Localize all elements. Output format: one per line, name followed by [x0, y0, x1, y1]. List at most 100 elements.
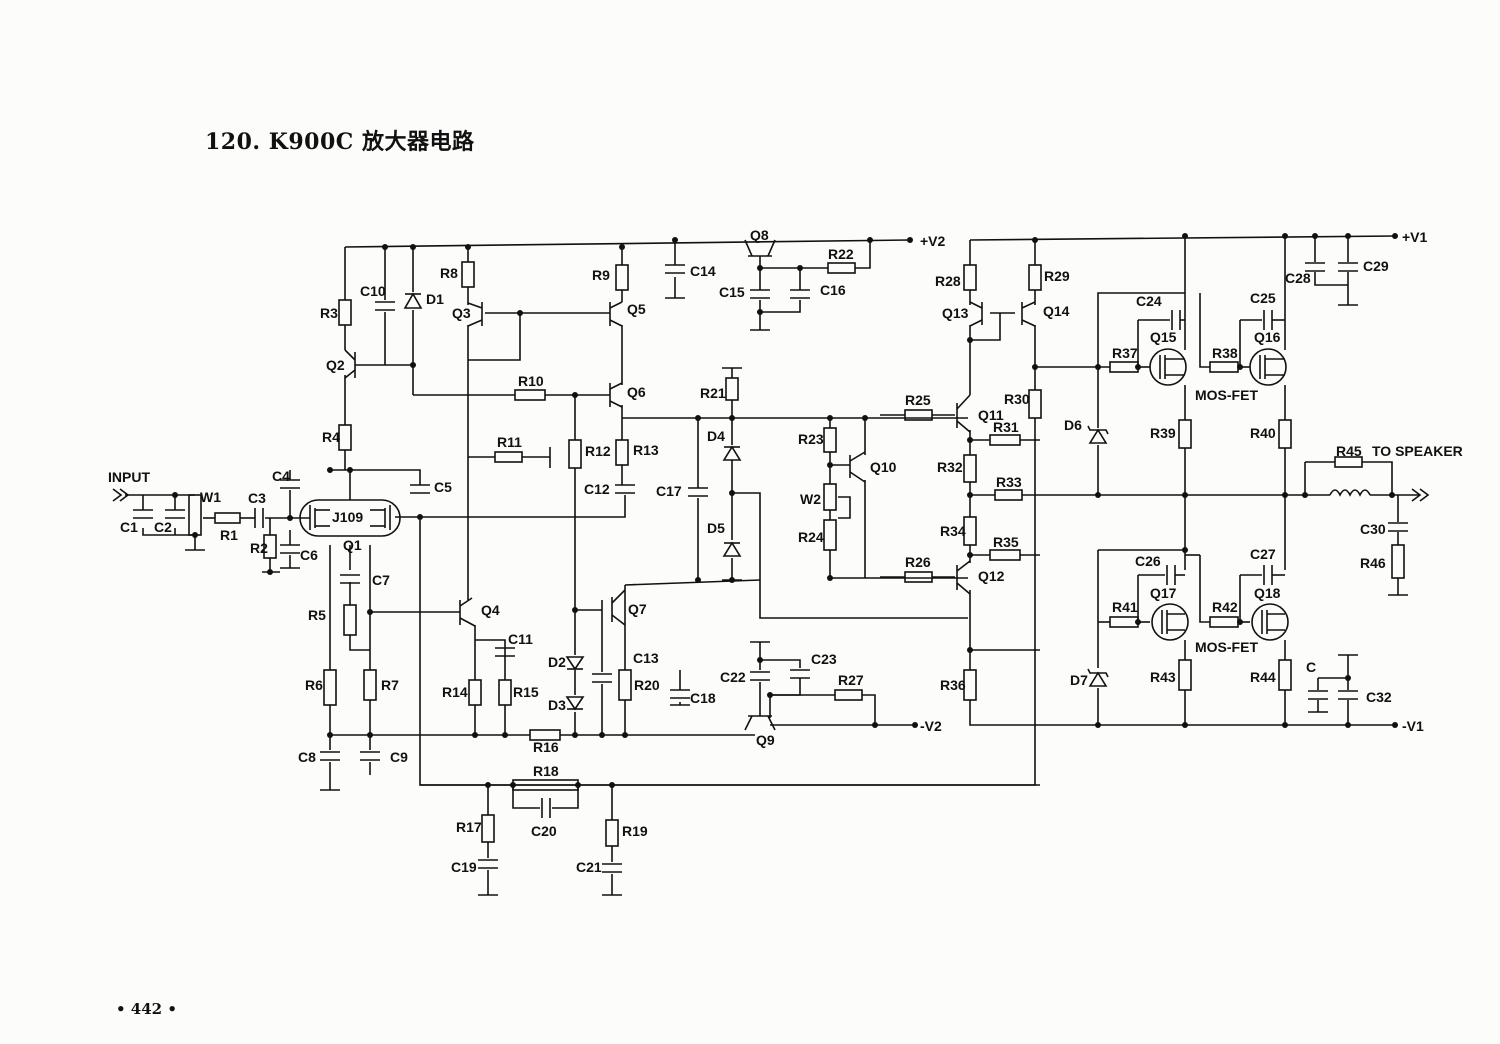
label-r31: R31 [993, 419, 1019, 435]
label-r4: R4 [322, 429, 340, 445]
resistor-r28 [963, 264, 977, 291]
label-q13: Q13 [942, 305, 969, 321]
label-r34: R34 [940, 523, 966, 539]
label-r44: R44 [1250, 669, 1276, 685]
rail-neg-v1-label: -V1 [1402, 718, 1424, 734]
resistor-r25 [904, 409, 933, 421]
label-r37: R37 [1112, 345, 1138, 361]
label-r29: R29 [1044, 268, 1070, 284]
label-r22: R22 [828, 246, 854, 262]
label-c19: C19 [451, 859, 477, 875]
resistor-r27 [834, 689, 863, 701]
resistor-r8 [461, 261, 475, 288]
transistor-q3 [467, 302, 483, 327]
transistor-q13 [969, 301, 983, 327]
resistor-r39 [1178, 419, 1192, 449]
label-r17: R17 [456, 819, 482, 835]
label-r13: R13 [633, 442, 659, 458]
jfet-q1 [299, 499, 401, 537]
capacitor-c29 [1338, 262, 1358, 272]
capacitor-c1 [133, 509, 153, 519]
capacitor-c22 [750, 671, 770, 681]
resistor-r9 [615, 264, 629, 291]
mosfet-q18 [1251, 603, 1289, 641]
rail-neg-v2-label: -V2 [920, 718, 942, 734]
label-c6: C6 [300, 547, 318, 563]
resistor-r12 [568, 439, 582, 469]
label-r3: R3 [320, 305, 338, 321]
label-q16: Q16 [1254, 329, 1281, 345]
label-r7: R7 [381, 677, 399, 693]
capacitor-c3 [254, 508, 264, 528]
label-c5: C5 [434, 479, 452, 495]
capacitor-c25 [1263, 310, 1273, 330]
capacitor-c32 [1338, 690, 1358, 700]
capacitor-c17 [688, 487, 708, 497]
component-labels: +V2 -V2 +V1 -V1 INPUT TO SPEAKER J109 MO… [108, 227, 1463, 875]
resistor-r20 [618, 669, 632, 701]
transistor-q10 [849, 451, 866, 483]
label-c18: C18 [690, 690, 716, 706]
resistor-r2 [263, 534, 277, 559]
label-d7: D7 [1070, 672, 1088, 688]
resistor-r30 [1028, 389, 1042, 419]
label-q1: Q1 [343, 537, 362, 553]
label-r20: R20 [634, 677, 660, 693]
resistor-r44 [1278, 659, 1292, 691]
resistor-r36 [963, 669, 977, 701]
diode-d5 [722, 541, 742, 557]
transistor-q14 [1021, 301, 1036, 327]
capacitor-c2 [165, 509, 185, 519]
label-c20: C20 [531, 823, 557, 839]
rail-pos-v2-label: +V2 [920, 233, 946, 249]
transistor-q8 [744, 239, 776, 266]
resistor-r13 [615, 439, 629, 466]
junction-dots [172, 233, 1398, 788]
page-number: • 442 • [116, 1000, 177, 1018]
resistor-r40 [1278, 419, 1292, 449]
label-r26: R26 [905, 554, 931, 570]
mosfet-label-upper: MOS-FET [1195, 387, 1258, 403]
label-r10: R10 [518, 373, 544, 389]
resistor-r24 [823, 519, 837, 551]
wires [125, 235, 1420, 895]
resistor-r5 [343, 604, 357, 636]
transistor-q7 [611, 589, 626, 626]
label-r5: R5 [308, 607, 326, 623]
label-c2: C2 [154, 519, 172, 535]
resistor-r7 [363, 669, 377, 701]
resistor-r22 [827, 262, 856, 274]
resistor-r45 [1334, 456, 1363, 468]
label-c30: C30 [1360, 521, 1386, 537]
label-r41: R41 [1112, 599, 1138, 615]
transistor-q5 [609, 301, 623, 327]
label-q5: Q5 [627, 301, 646, 317]
output-label: TO SPEAKER [1372, 443, 1463, 459]
transistor-q4 [459, 597, 476, 627]
resistor-r15 [498, 679, 512, 706]
label-c12: C12 [584, 481, 610, 497]
capacitor-c24 [1171, 310, 1181, 330]
label-q3: Q3 [452, 305, 471, 321]
resistor-r32 [963, 454, 977, 483]
transistor-q6 [609, 382, 623, 408]
capacitor-c23 [790, 669, 810, 679]
resistor-r41 [1109, 616, 1139, 628]
zener-d6 [1087, 425, 1109, 444]
label-r14: R14 [442, 684, 468, 700]
label-c3: C3 [248, 490, 266, 506]
resistor-r23 [823, 427, 837, 453]
label-q15: Q15 [1150, 329, 1177, 345]
resistor-r10 [514, 389, 546, 401]
capacitor-c8 [320, 751, 340, 761]
label-q18: Q18 [1254, 585, 1281, 601]
label-q4: Q4 [481, 602, 500, 618]
capacitor-c7 [340, 574, 360, 584]
resistor-r21 [725, 377, 739, 401]
resistor-r17 [481, 814, 495, 843]
label-c24: C24 [1136, 293, 1162, 309]
label-c22: C22 [720, 669, 746, 685]
label-r25: R25 [905, 392, 931, 408]
label-r9: R9 [592, 267, 610, 283]
label-r30: R30 [1004, 391, 1030, 407]
